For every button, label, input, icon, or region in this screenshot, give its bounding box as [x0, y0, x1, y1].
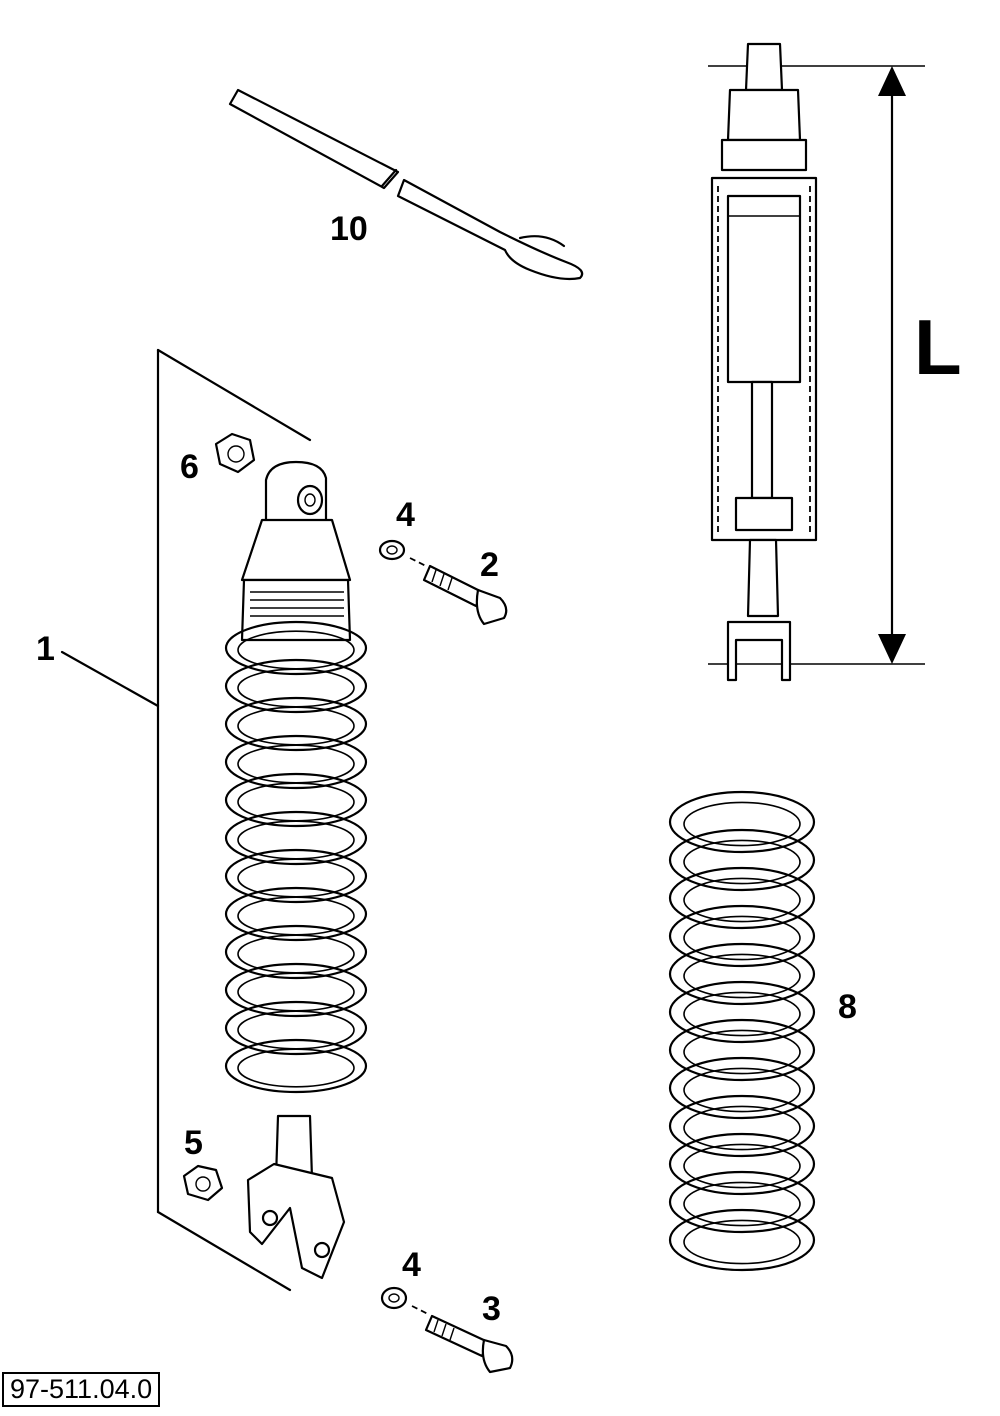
callout-bolt-upper: 2 — [480, 546, 499, 584]
washer-upper — [378, 539, 406, 561]
spring — [668, 790, 816, 1272]
callout-shock-absorber: 1 — [36, 630, 55, 668]
shock-absorber — [224, 460, 368, 1280]
bolt-upper — [422, 564, 508, 626]
dimension-label: L — [914, 303, 962, 391]
callout-nut-upper: 6 — [180, 448, 199, 486]
assembly-bracket — [60, 348, 312, 1292]
callout-nut-lower: 5 — [184, 1124, 203, 1162]
bolt-lower — [424, 1314, 514, 1374]
hook-wrench — [228, 88, 584, 281]
callout-washer-lower: 4 — [402, 1246, 421, 1284]
callout-washer-upper: 4 — [396, 496, 415, 534]
nut-upper — [214, 432, 256, 474]
dimension-drawing — [708, 42, 925, 682]
callout-bolt-lower: 3 — [482, 1290, 501, 1328]
nut-lower — [182, 1164, 224, 1202]
washer-lower — [380, 1286, 408, 1310]
callout-spring: 8 — [838, 988, 857, 1026]
callout-hook-wrench: 10 — [330, 210, 368, 248]
figure-code: 97-511.04.0 — [2, 1372, 161, 1407]
